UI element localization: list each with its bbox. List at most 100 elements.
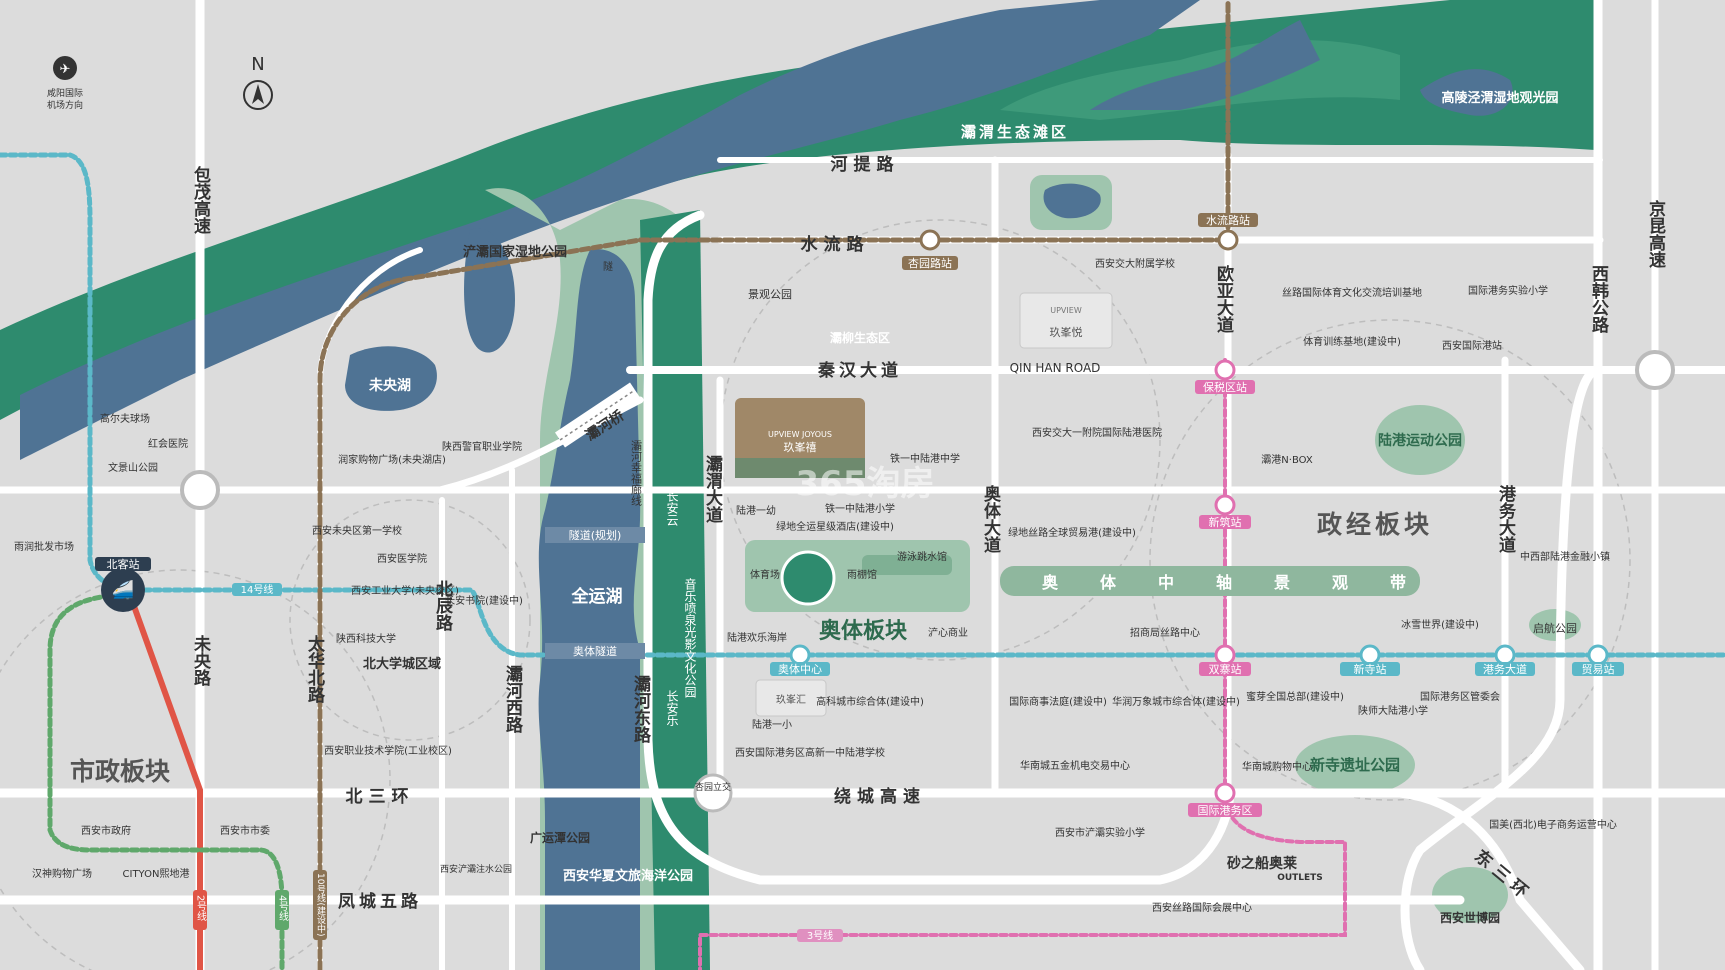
poi-runjia: 润家购物广场(未央湖店) (338, 453, 446, 466)
poi-shiwei: 西安市市委 (220, 824, 270, 837)
area-changan-le: 长安乐 (665, 690, 679, 726)
watermark: 365淘房 (796, 464, 935, 504)
station-beike: 北客站 (107, 557, 140, 571)
poi-changan-shuyuan: 长安书院(建设中) (445, 594, 523, 607)
poi-tieyi-zhong: 铁一中陆港中学 (890, 452, 960, 465)
area-guangyun: 广运潭公园 (530, 830, 590, 845)
main-project-card-green (735, 458, 865, 478)
svg-text:✈: ✈ (60, 62, 71, 77)
poi-cityon: CITYON熙地港 (123, 867, 190, 880)
tunnel-plan-label: 隧道(规划) (569, 528, 622, 542)
line-2-label: 2号线 (195, 895, 207, 921)
poi-hanshen: 汉神购物广场 (32, 867, 92, 880)
poi-tieyi-xiao: 铁一中陆港小学 (825, 502, 895, 515)
poi-lvdi-silu: 绿地丝路全球贸易港(建设中) (1008, 526, 1136, 539)
stadium-shape (780, 550, 836, 606)
airplane-icon (53, 56, 77, 80)
beida-circle (289, 499, 531, 741)
station-xinsi: 新寺站 (1354, 662, 1387, 676)
poi-hongqi: 红会医院 (148, 437, 188, 450)
poi-yifu-hospital: 西安交大一附院国际陆港医院 (1032, 426, 1162, 439)
airport-label-1: 咸阳国际 (47, 87, 83, 99)
poi-gaoke: 高科城市综合体(建设中) (816, 695, 924, 708)
river-patch-ne (1090, 20, 1320, 110)
road-aoti: 奥体大道 (980, 484, 1001, 553)
station-xingyuan: 杏园路站 (908, 256, 952, 270)
weiyang-lake (345, 346, 437, 411)
poi-tiyuchang: 体育场 (750, 568, 780, 581)
road-hedi: 河提路 (831, 154, 900, 175)
expo-park-shape (1432, 867, 1508, 923)
project-yuefu-en: UPVIEW (1050, 306, 1082, 315)
poi-shangshi: 国际商事法庭(建设中) (1009, 695, 1107, 708)
poi-huanan: 华南城五金机电交易中心 (1020, 759, 1130, 772)
poi-fangyuguan: 雨棚馆 (847, 568, 877, 581)
poi-outlets: OUTLETS (1277, 873, 1323, 883)
axis-char-7: 带 (1390, 573, 1406, 592)
station-aoti: 奥体中心 (778, 662, 822, 676)
poi-golf: 高尔夫球场 (100, 412, 150, 425)
station-maoyi: 贸易站 (1582, 662, 1615, 676)
road-ouya: 欧亚大道 (1213, 264, 1234, 333)
bahe-fu-label: 灞河幸福廊线 (630, 440, 643, 506)
small-lake (1043, 183, 1101, 219)
project-main-cn: 玖峯禧 (784, 441, 817, 454)
poi-yiyou: 陆港一幼 (736, 504, 776, 517)
poi-shida: 陕师大陆港小学 (1358, 704, 1428, 717)
poi-gongye: 西安工业大学(未央校区) (351, 584, 459, 597)
poi-lvdi-hotel: 绿地全运星级酒店(建设中) (776, 520, 894, 533)
area-aoti: 奥体板块 (819, 618, 908, 644)
poi-yixue: 西安医学院 (377, 552, 427, 565)
xingyuan-interchange (693, 773, 733, 813)
area-bawei: 灞渭生态滩区 (961, 123, 1069, 141)
poi-wenjing: 文景山公园 (108, 461, 158, 474)
poi-huanle: 陆港欢乐海岸 (727, 631, 787, 644)
road-bahexi: 灞河西路 (502, 664, 523, 734)
natatorium-shape (862, 555, 952, 575)
road-qinhan: 秦汉大道 (818, 360, 902, 381)
poi-shizhengfu: 西安市政府 (81, 824, 131, 837)
interchange-e (1635, 350, 1675, 390)
aoti-tunnel (545, 643, 645, 659)
compass-letter: N (251, 54, 264, 75)
airport-label-2: 机场方向 (47, 99, 83, 111)
road-fengcheng: 凤城五路 (338, 891, 422, 912)
poi-weiyang-school: 西安未央区第一学校 (312, 524, 402, 537)
area-shizheng: 市政板块 (70, 757, 170, 786)
ludong-park-shape (1375, 405, 1465, 475)
line-10-label: 10号线(建设中) (315, 873, 326, 936)
road-jingkun: 京昆高速 (1645, 199, 1666, 268)
aoti-tunnel-label: 奥体隧道 (573, 644, 617, 658)
poi-shazhichuan: 砂之船奥莱 (1226, 855, 1297, 872)
xinsi-park-shape (1295, 735, 1415, 795)
area-expo: 西安世博园 (1440, 910, 1500, 925)
poi-keji: 陕西科技大学 (336, 632, 396, 645)
poi-huarun: 华润万象城市综合体(建设中) (1112, 695, 1240, 708)
road-qinhan-en: QIN HAN ROAD (1010, 361, 1101, 375)
area-ludong: 陆港运动公园 (1378, 432, 1462, 449)
poi-zhiye: 西安职业技术学院(工业校区) (324, 744, 452, 757)
station-markers (101, 229, 1609, 804)
area-changan-yun: 长安云 (665, 490, 679, 527)
axis-char-3: 中 (1158, 573, 1174, 592)
tunnel-mark: 隧 (603, 260, 613, 273)
poi-yurun: 雨润批发市场 (14, 540, 74, 553)
poi-gangwu-gang: 西安国际港站 (1442, 339, 1502, 352)
jiufenghui-card (755, 679, 827, 717)
road-xihan: 西韩公路 (1588, 265, 1609, 334)
road-baomao: 包茂高速 (190, 165, 211, 234)
yuefu-card (1019, 292, 1113, 349)
axis-char-4: 轴 (1216, 573, 1232, 592)
poi-silu-expo: 西安丝路国际会展中心 (1152, 901, 1252, 914)
station-baoshui: 保税区站 (1203, 380, 1247, 394)
tunnel-plan (545, 527, 645, 543)
poi-yixiao: 陆港一小 (752, 718, 792, 731)
project-main-en: UPVIEW JOYOUS (768, 430, 832, 439)
axis-char-6: 观 (1332, 573, 1348, 592)
road-weiyang: 未央路 (190, 634, 212, 687)
station-guoji: 国际港务区 (1198, 804, 1253, 817)
area-gaoling: 高陵泾渭湿地观光园 (1441, 90, 1558, 106)
wei-river-water (20, 0, 1200, 460)
qiaoyuan-label: 杏园立交 (695, 781, 731, 793)
axis-char-5: 景 (1274, 573, 1290, 592)
